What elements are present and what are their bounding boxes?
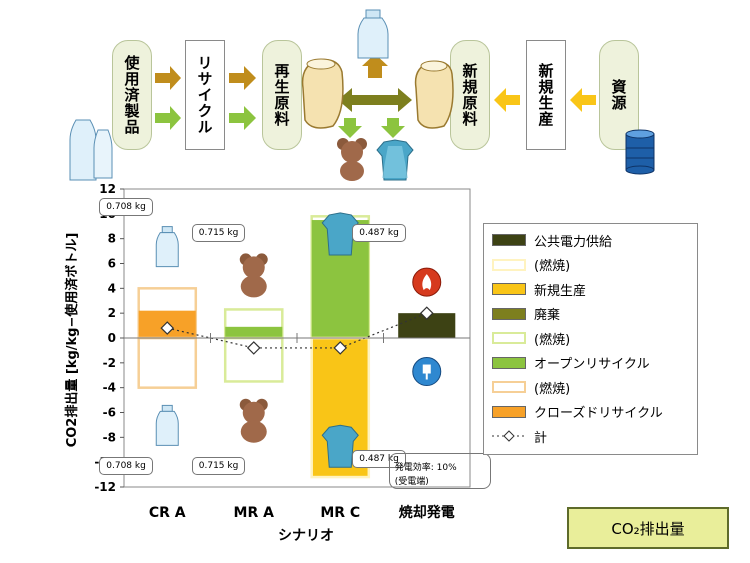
y-tick-label: -2: [103, 356, 116, 370]
legend-swatch: [492, 405, 526, 418]
y-axis-label: CO2排出量 [kg/kg−使用済ボトル]: [64, 233, 80, 448]
plug-icon: [412, 357, 442, 387]
new-production-box: 新規生産: [526, 40, 566, 150]
legend-item: 新規生産: [492, 279, 586, 299]
new-material-box: 新規原料: [450, 40, 490, 150]
recycle-box: リサイクル: [185, 40, 225, 150]
y-tick-label: 0: [108, 331, 116, 345]
pet-bottle-icon: [155, 404, 179, 446]
legend-item: 廃棄: [492, 304, 560, 324]
bottle-body: [155, 232, 179, 268]
legend-item: 計: [492, 426, 547, 446]
legend-label: (燃焼): [534, 381, 571, 397]
legend-swatch: [492, 258, 526, 271]
x-tick-label: MR C: [320, 505, 360, 521]
total-point: [333, 341, 348, 355]
legend-label: 廃棄: [534, 308, 561, 323]
y-tick-label: 4: [108, 281, 116, 295]
legend: 公共電力供給 (燃焼) 新規生産廃棄 (燃焼) オープンリサイクル (燃焼) クローズドリサ…: [483, 223, 698, 455]
legend-swatch: [492, 356, 526, 369]
total-point: [419, 306, 434, 321]
x-axis-label: シナリオ: [278, 528, 334, 544]
bear-body: [240, 275, 267, 298]
x-tick-label: CR A: [149, 505, 186, 521]
legend-label: クローズドリサイクル: [534, 406, 663, 421]
total-point: [246, 341, 261, 355]
legend-swatch: [492, 234, 526, 246]
annotation-callout: 発電効率: 10%: [394, 463, 457, 474]
legend-label: 計: [534, 430, 548, 446]
co2-emission-label: CO₂排出量: [567, 507, 729, 549]
pet-bottle-icon: [155, 226, 179, 268]
legend-label: 公共電力供給: [534, 234, 613, 250]
annotation-callout: 0.708 kg: [99, 457, 153, 476]
y-tick-label: -6: [103, 406, 116, 420]
legend-swatch: [492, 307, 526, 320]
bottle-cap: [161, 404, 173, 412]
legend-item: オープンリサイクル: [492, 353, 650, 373]
power-note-frame: [388, 453, 491, 490]
legend-swatch: [492, 430, 526, 442]
y-tick-label: 6: [108, 257, 116, 271]
legend-label: オープンリサイクル: [534, 357, 650, 372]
teddy-bear-icon: [239, 398, 268, 443]
material-sack-icon: [301, 58, 344, 129]
annotation-callout: 0.487 kg: [352, 223, 406, 242]
y-tick-label: 12: [99, 182, 116, 196]
legend-swatch: [492, 381, 526, 393]
legend-item: 公共電力供給: [492, 230, 612, 250]
co2-emission-label-text: CO₂排出量: [611, 519, 685, 538]
y-tick-label: 2: [108, 306, 116, 320]
legend-swatch: [492, 332, 526, 344]
bar: [225, 326, 283, 338]
total-line: [167, 312, 427, 349]
legend-item: クローズドリサイクル: [492, 402, 663, 422]
legend-item: (燃焼): [492, 255, 570, 275]
y-tick-label: -8: [103, 430, 116, 444]
fire-flame: [422, 274, 432, 291]
bear-head: [242, 256, 265, 279]
y-tick-label: -12: [94, 480, 116, 494]
legend-item: (燃焼): [492, 377, 570, 397]
bottle-cap: [161, 226, 173, 234]
bottle-body: [155, 410, 179, 446]
pet-bottles-icon: [69, 119, 113, 181]
oil-drum-icon: [625, 129, 655, 175]
arrow-icon: [155, 54, 596, 138]
legend-label: (燃焼): [534, 259, 571, 274]
legend-label: (燃焼): [534, 332, 571, 348]
annotation-callout: (受電端): [394, 477, 429, 488]
pet-bottle-icon: [357, 9, 389, 59]
recycled-material-box: 再生原料: [262, 40, 302, 150]
annotation-callout: 0.708 kg: [99, 197, 153, 216]
legend-swatch: [492, 283, 526, 295]
annotation-callout: 0.715 kg: [191, 223, 246, 242]
clothes-icon: [321, 212, 359, 256]
y-tick-label: -4: [103, 381, 116, 395]
total-point: [160, 321, 175, 335]
clothes-icon: [376, 139, 414, 181]
used-products-box: 使用済製品: [112, 40, 152, 150]
fire-icon: [412, 267, 442, 297]
x-tick-label: 焼却発電: [399, 504, 455, 521]
bear-body: [240, 420, 267, 443]
bear-head: [242, 401, 265, 424]
plug-cord: [425, 373, 428, 380]
legend-label: 新規生産: [534, 283, 587, 299]
flow-graphics: [69, 9, 655, 181]
teddy-bear-icon: [239, 253, 268, 298]
y-tick-label: 8: [108, 232, 116, 246]
annotation-callout: 0.715 kg: [191, 457, 246, 476]
clothes-shape: [321, 212, 359, 256]
legend-item: (燃焼): [492, 328, 570, 348]
x-tick-label: MR A: [234, 505, 275, 521]
teddy-bear-icon: [337, 138, 367, 181]
plug-body: [422, 364, 431, 374]
material-sack-icon: [414, 60, 454, 129]
